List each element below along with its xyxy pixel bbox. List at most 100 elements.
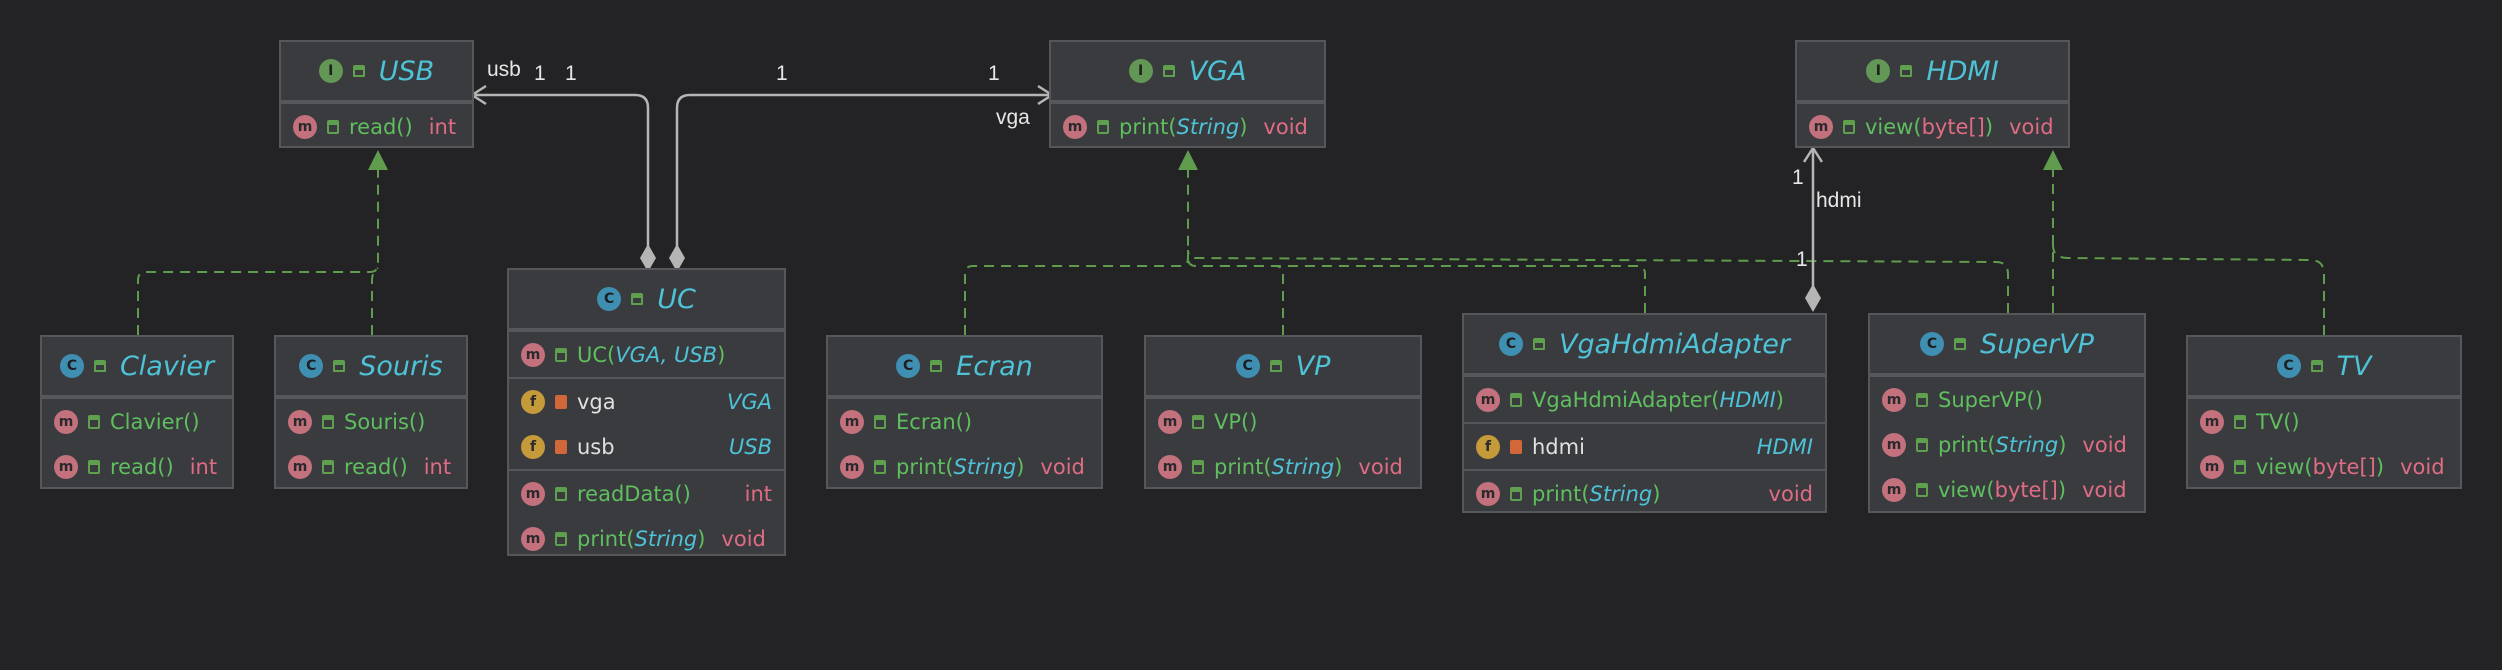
class-name: Ecran	[956, 350, 1033, 382]
public-icon	[2310, 360, 2323, 372]
return-type: void	[1040, 454, 1085, 479]
methods: m Clavier() m read() int	[42, 397, 232, 489]
public-icon	[1162, 65, 1175, 77]
return-type: void	[1768, 481, 1813, 506]
class-supervp[interactable]: C SuperVP m SuperVP() m print(String) vo…	[1868, 313, 2146, 513]
method-icon: m	[840, 409, 864, 434]
constructors: m VgaHdmiAdapter(HDMI)	[1464, 375, 1825, 422]
class-name: Clavier	[119, 350, 215, 382]
method-icon: m	[54, 409, 78, 434]
method-signature: print(String)	[1214, 454, 1343, 479]
method-row[interactable]: m Souris()	[276, 399, 466, 444]
field-row[interactable]: f vga VGA	[509, 379, 784, 424]
method-row[interactable]: m readData() int	[509, 471, 784, 516]
class-icon: C	[59, 354, 84, 378]
return-type: int	[428, 114, 457, 139]
method-row[interactable]: m SuperVP()	[1870, 377, 2144, 422]
method-icon: m	[1158, 409, 1182, 434]
field-type: VGA	[726, 389, 772, 414]
class-icon: C	[1235, 354, 1260, 378]
method-row[interactable]: m print(String) void	[1051, 104, 1324, 149]
class-vp[interactable]: C VP m VP() m print(String) void	[1144, 335, 1422, 489]
constructors: m UC(VGA, USB)	[509, 330, 784, 377]
field-name: hdmi	[1532, 434, 1585, 459]
method-row[interactable]: m print(String) void	[828, 444, 1101, 489]
field-name: vga	[577, 389, 616, 414]
vp-header: C VP	[1146, 337, 1420, 397]
class-name: Souris	[359, 350, 443, 382]
class-name: VP	[1295, 350, 1331, 382]
class-icon: C	[1499, 332, 1523, 356]
method-row[interactable]: m Clavier()	[42, 399, 232, 444]
vga-implements-arrowhead	[1178, 150, 1198, 170]
method-row[interactable]: m view(byte[]) void	[2188, 444, 2460, 489]
field-row[interactable]: f usb USB	[509, 424, 784, 469]
public-lock-icon	[1916, 482, 1928, 497]
method-icon: m	[293, 114, 317, 139]
return-type: int	[744, 481, 772, 506]
field-icon: f	[521, 389, 545, 414]
method-signature: print(String)	[1532, 481, 1661, 506]
return-type: int	[189, 454, 218, 479]
method-row[interactable]: m print(String) void	[1464, 471, 1825, 516]
method-icon: m	[1882, 477, 1906, 502]
class-tv[interactable]: C TV m TV() m view(byte[]) void	[2186, 335, 2462, 489]
hdmi-header: I HDMI	[1797, 42, 2068, 102]
private-lock-icon	[555, 394, 567, 409]
class-souris[interactable]: C Souris m Souris() m read() int	[274, 335, 468, 489]
return-type: void	[2400, 454, 2445, 479]
supervp-header: C SuperVP	[1870, 315, 2144, 375]
interface-icon: I	[1128, 59, 1153, 83]
method-row[interactable]: m print(String) void	[509, 516, 784, 561]
public-lock-icon	[1192, 414, 1204, 429]
class-vga[interactable]: I VGA m print(String) void	[1049, 40, 1326, 148]
method-row[interactable]: m Ecran()	[828, 399, 1101, 444]
interface-icon: I	[318, 59, 343, 83]
uc-usb-diamond	[640, 244, 656, 272]
method-row[interactable]: m read() int	[42, 444, 232, 489]
hdmi-multiplicity-bottom: 1	[1796, 248, 1808, 271]
return-type: void	[2082, 477, 2127, 502]
field-row[interactable]: f hdmi HDMI	[1464, 424, 1825, 469]
method-signature: view(byte[])	[2256, 454, 2385, 479]
class-uc[interactable]: C UC m UC(VGA, USB) f vga VGA f usb USB …	[507, 268, 786, 556]
method-row[interactable]: m view(byte[]) void	[1797, 104, 2068, 149]
class-clavier[interactable]: C Clavier m Clavier() m read() int	[40, 335, 234, 489]
method-icon: m	[1063, 114, 1087, 139]
class-icon: C	[1920, 332, 1945, 356]
public-icon	[930, 360, 943, 372]
method-icon: m	[1882, 432, 1906, 457]
constructor-name: TV()	[2256, 409, 2300, 434]
vga-role-label: vga	[996, 106, 1030, 129]
class-name: SuperVP	[1980, 328, 2094, 360]
method-row[interactable]: m read() int	[281, 104, 472, 149]
methods: m VP() m print(String) void	[1146, 397, 1420, 489]
private-lock-icon	[1510, 439, 1522, 454]
method-row[interactable]: m VgaHdmiAdapter(HDMI)	[1464, 377, 1825, 422]
method-name: readData()	[577, 481, 691, 506]
method-row[interactable]: m VP()	[1146, 399, 1420, 444]
class-ecran[interactable]: C Ecran m Ecran() m print(String) void	[826, 335, 1103, 489]
public-lock-icon	[1510, 486, 1522, 501]
public-icon	[93, 360, 106, 372]
class-name: TV	[2336, 350, 2372, 382]
class-vgahdmiadapter[interactable]: C VgaHdmiAdapter m VgaHdmiAdapter(HDMI) …	[1462, 313, 1827, 513]
method-row[interactable]: m TV()	[2188, 399, 2460, 444]
tv-header: C TV	[2188, 337, 2460, 397]
methods: m print(String) void	[1464, 469, 1825, 516]
class-hdmi[interactable]: I HDMI m view(byte[]) void	[1795, 40, 2070, 148]
method-row[interactable]: m UC(VGA, USB)	[509, 332, 784, 377]
methods: m Souris() m read() int	[276, 397, 466, 489]
method-row[interactable]: m print(String) void	[1870, 422, 2144, 467]
uc-usb-association	[469, 84, 650, 252]
method-row[interactable]: m print(String) void	[1146, 444, 1420, 489]
adapter-hdmi-diamond	[1805, 284, 1821, 312]
public-icon	[352, 65, 365, 77]
class-usb[interactable]: I USB m read() int	[279, 40, 474, 148]
methods: m print(String) void	[1051, 102, 1324, 149]
method-row[interactable]: m view(byte[]) void	[1870, 467, 2144, 512]
method-row[interactable]: m read() int	[276, 444, 466, 489]
method-signature: print(String)	[896, 454, 1025, 479]
interface-icon: I	[1866, 59, 1891, 83]
